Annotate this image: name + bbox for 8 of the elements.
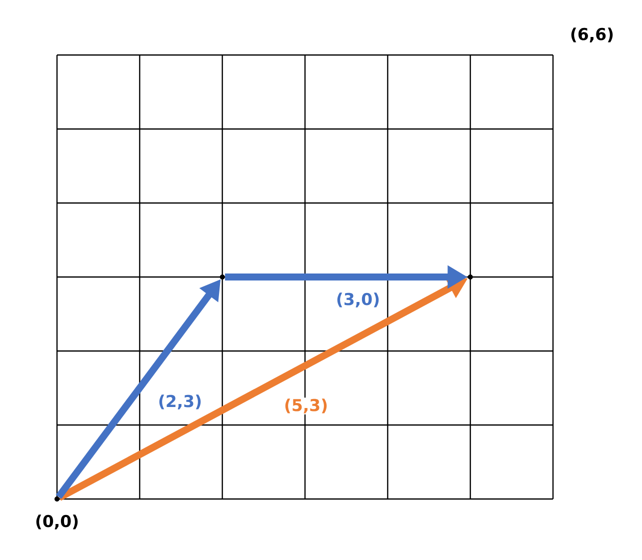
vector-label: (5,3) [282,398,330,414]
point-label: (6,6) [571,28,613,42]
vector-label: (2,3) [156,394,204,410]
vector-point [468,274,473,280]
vector-point [220,274,225,280]
vector-label: (3,0) [334,292,382,308]
vector-point [54,496,60,502]
point-label: (0,0) [36,514,78,530]
